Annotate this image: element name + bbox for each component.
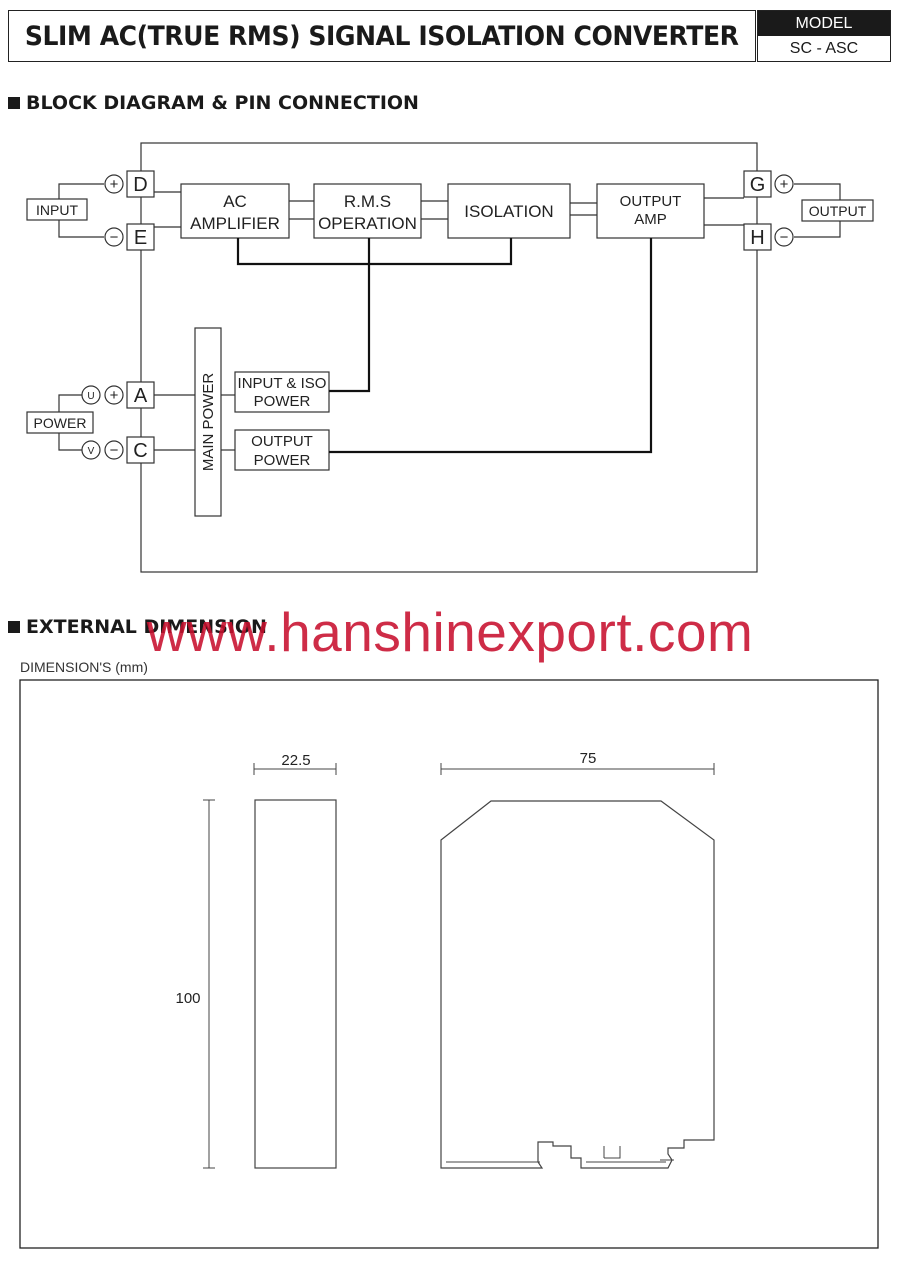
pin-e: E xyxy=(134,227,147,249)
in-iso-power-label-2: POWER xyxy=(254,393,311,410)
power-u-terminal xyxy=(81,385,101,405)
pin-d-box xyxy=(126,170,155,198)
din-rail-clip-detail xyxy=(446,1146,674,1163)
power-label-box xyxy=(26,411,94,434)
power-plus-symbol: + xyxy=(110,387,119,404)
in-iso-power-label-1: INPUT & ISO xyxy=(238,375,327,392)
external-dimension-heading: EXTERNAL DIMENSION xyxy=(8,616,267,638)
output-power-block xyxy=(234,429,330,471)
external-dimension-heading-text: EXTERNAL DIMENSION xyxy=(26,616,267,638)
rms-label-2: OPERATION xyxy=(318,214,417,233)
input-minus-symbol: − xyxy=(110,229,119,246)
input-iso-power-line xyxy=(329,238,371,393)
height-dimension: 100 xyxy=(175,990,200,1007)
length-dimension: 75 xyxy=(580,750,597,767)
out-power-label-1: OUTPUT xyxy=(251,433,313,450)
bullet-square-icon xyxy=(8,621,20,633)
block-diagram-heading-text: BLOCK DIAGRAM & PIN CONNECTION xyxy=(26,92,419,114)
power-v-terminal xyxy=(81,440,101,460)
isolation-block xyxy=(447,183,571,239)
input-label-box xyxy=(26,198,88,221)
pin-a: A xyxy=(134,385,148,407)
model-box: MODEL SC - ASC xyxy=(757,10,891,62)
output-minus-terminal xyxy=(774,227,794,247)
pin-g-box xyxy=(743,170,772,198)
power-label: POWER xyxy=(34,415,87,431)
power-u-symbol: U xyxy=(87,391,94,402)
enclosure-outline xyxy=(140,142,758,573)
power-v-symbol: V xyxy=(88,446,95,457)
front-view-outline xyxy=(254,799,337,1169)
out-power-label-2: POWER xyxy=(254,452,311,469)
input-plus-symbol: + xyxy=(110,176,119,193)
input-label: INPUT xyxy=(36,202,78,218)
pin-g: G xyxy=(750,174,766,196)
block-diagram-heading: BLOCK DIAGRAM & PIN CONNECTION xyxy=(8,92,419,114)
rms-operation-block xyxy=(313,183,422,239)
model-label: MODEL xyxy=(758,11,890,36)
pin-h: H xyxy=(750,227,764,249)
main-power-label: MAIN POWER xyxy=(200,373,217,472)
ac-amp-label-2: AMPLIFIER xyxy=(190,214,280,233)
output-amp-label-2: AMP xyxy=(634,211,667,228)
output-label-box xyxy=(801,199,874,222)
output-plus-terminal xyxy=(774,174,794,194)
block-diagram: D E A C G H + − + − + − U V INPUT POWER … xyxy=(26,142,874,573)
model-value: SC - ASC xyxy=(789,39,859,57)
pin-e-box xyxy=(126,223,155,251)
rms-label-1: R.M.S xyxy=(344,192,391,211)
output-amp-block xyxy=(596,183,705,239)
watermark: www.hanshinexport.com xyxy=(146,601,754,663)
input-plus-terminal xyxy=(104,174,124,194)
input-ground-bus xyxy=(236,238,513,266)
power-plus-terminal xyxy=(104,385,124,405)
pin-h-box xyxy=(743,223,772,251)
pin-d: D xyxy=(133,174,147,196)
output-label: OUTPUT xyxy=(809,203,867,219)
title-box: SLIM AC(TRUE RMS) SIGNAL ISOLATION CONVE… xyxy=(8,10,756,62)
isolation-label: ISOLATION xyxy=(464,202,553,221)
input-iso-power-block xyxy=(234,371,330,413)
width-dimension: 22.5 xyxy=(281,752,310,769)
bullet-square-icon xyxy=(8,97,20,109)
output-minus-symbol: − xyxy=(780,229,789,246)
page-title: SLIM AC(TRUE RMS) SIGNAL ISOLATION CONVE… xyxy=(25,20,739,52)
ac-amp-label-1: AC xyxy=(223,192,247,211)
side-view-outline xyxy=(440,800,715,1169)
power-minus-terminal xyxy=(104,440,124,460)
main-power-block xyxy=(194,327,222,517)
output-power-line xyxy=(329,238,653,454)
input-minus-terminal xyxy=(104,227,124,247)
output-plus-symbol: + xyxy=(780,176,789,193)
power-minus-symbol: − xyxy=(110,442,119,459)
dimension-frame xyxy=(19,679,879,1249)
pin-c-box xyxy=(126,436,155,464)
ac-amplifier-block xyxy=(180,183,290,239)
output-amp-label-1: OUTPUT xyxy=(620,193,682,210)
pin-c: C xyxy=(133,440,147,462)
dimension-units-label: DIMENSION'S (mm) xyxy=(20,659,148,675)
